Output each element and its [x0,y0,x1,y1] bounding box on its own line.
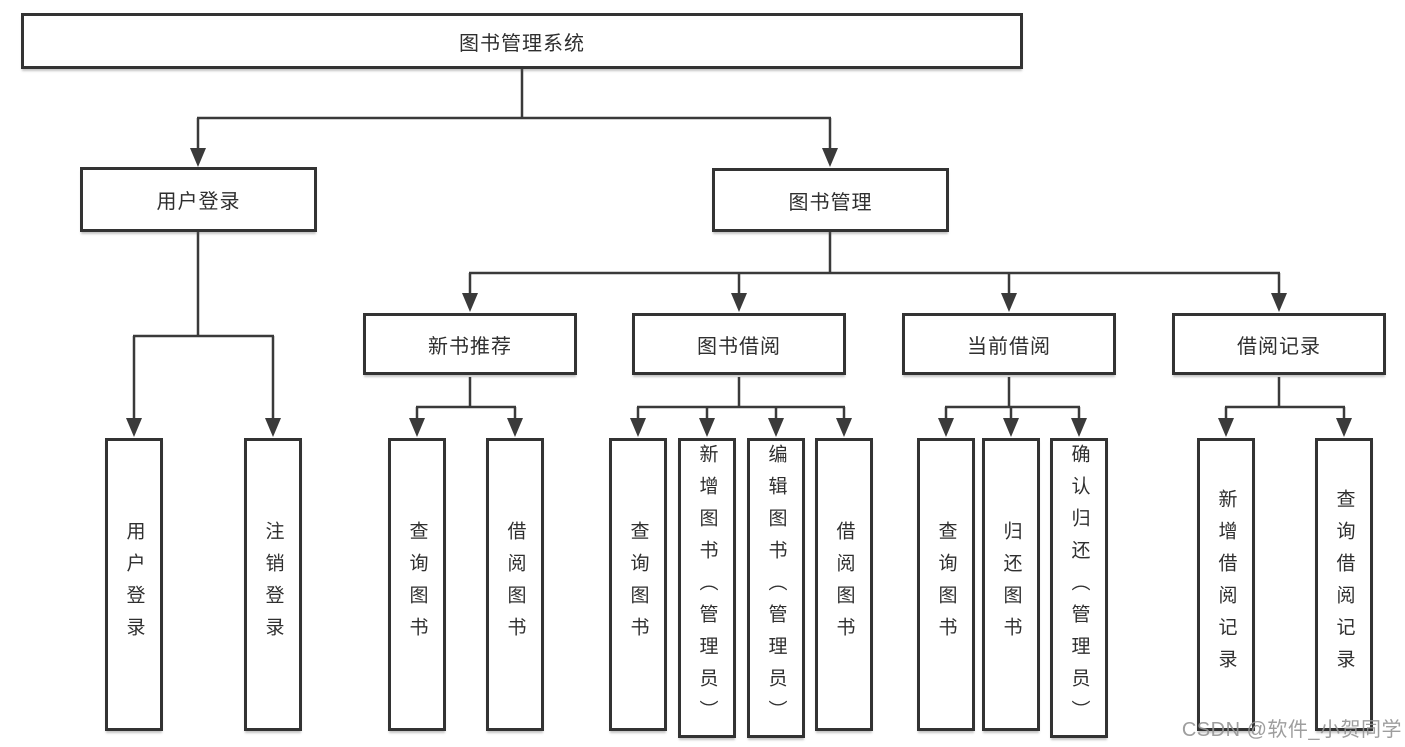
node-new-book-recommendation: 新书推荐 [363,313,577,375]
node-label: 借阅记录 [1237,335,1321,358]
node-label: 图书借阅 [697,335,781,358]
leaf-label: 归还图书 [1000,520,1022,649]
leaf-add-book-admin: 新增图书（管理员） [678,438,736,738]
leaf-label: 查询图书 [406,520,428,649]
leaf-label: 确认归还（管理员） [1068,444,1090,732]
node-label: 图书管理系统 [459,32,585,55]
leaf-logout: 注销登录 [244,438,302,731]
leaf-query-books-current: 查询图书 [917,438,975,731]
leaf-add-borrow-record: 新增借阅记录 [1197,438,1255,731]
node-book-borrowing: 图书借阅 [632,313,846,375]
csdn-watermark: CSDN @软件_小贺同学 [1181,719,1402,741]
leaf-borrow-books-borrowing: 借阅图书 [815,438,873,731]
leaf-label: 新增借阅记录 [1215,488,1237,681]
leaf-label: 注销登录 [262,520,284,649]
leaf-label: 查询图书 [627,520,649,649]
leaf-query-borrow-record: 查询借阅记录 [1315,438,1373,731]
leaf-label: 借阅图书 [504,520,526,649]
leaf-borrow-books-recommend: 借阅图书 [486,438,544,731]
leaf-label: 用户登录 [123,520,145,649]
node-current-borrowing: 当前借阅 [902,313,1116,375]
node-label: 图书管理 [788,191,873,214]
leaf-label: 查询图书 [935,520,957,649]
leaf-label: 借阅图书 [833,520,855,649]
leaf-label: 新增图书（管理员） [696,444,718,732]
node-user-login: 用户登录 [80,167,317,232]
node-book-management: 图书管理 [712,168,949,232]
leaf-edit-book-admin: 编辑图书（管理员） [747,438,805,738]
leaf-label: 查询借阅记录 [1333,488,1355,681]
node-borrowing-records: 借阅记录 [1172,313,1386,375]
node-label: 新书推荐 [428,335,512,358]
leaf-confirm-return-admin: 确认归还（管理员） [1050,438,1108,738]
node-label: 用户登录 [156,191,241,213]
leaf-return-book: 归还图书 [982,438,1040,731]
connector-segments [132,69,1346,420]
leaf-query-books-borrowing: 查询图书 [609,438,667,731]
node-library-management-system: 图书管理系统 [21,13,1023,69]
leaf-query-books-recommend: 查询图书 [388,438,446,731]
leaf-user-login: 用户登录 [105,438,163,731]
node-label: 当前借阅 [967,335,1051,358]
leaf-label: 编辑图书（管理员） [765,444,787,732]
